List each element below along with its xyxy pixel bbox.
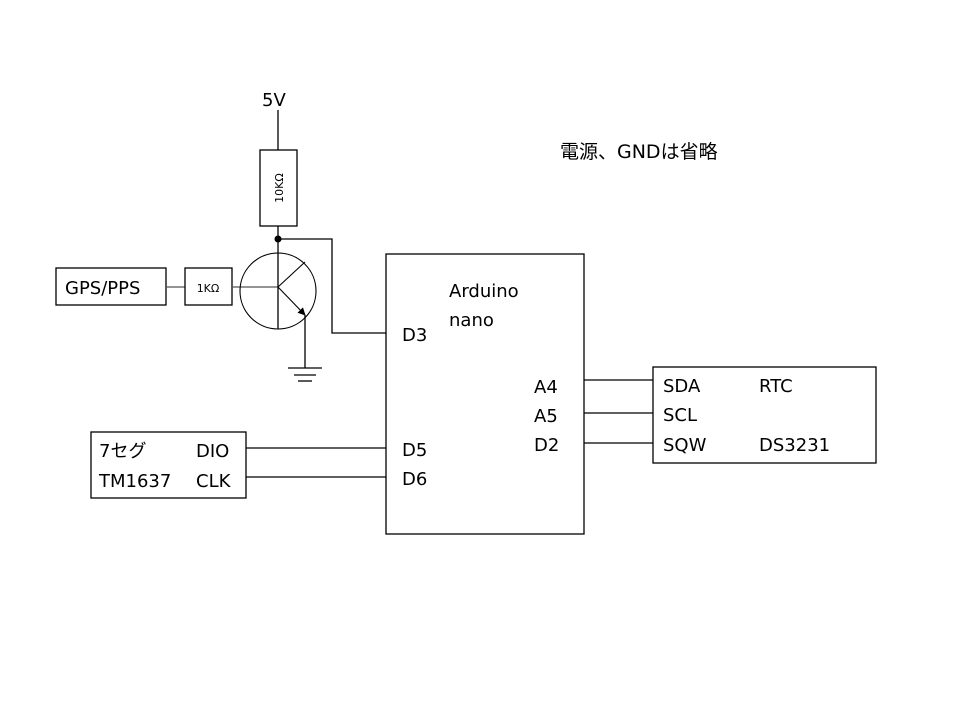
base-resistor-label: 1KΩ	[197, 282, 220, 295]
wire-collector-d3	[278, 238, 386, 334]
pin-d5: D5	[402, 440, 427, 461]
pin-d2: D2	[534, 435, 559, 456]
display-name-1: 7セグ	[99, 441, 146, 462]
transistor-upper-lead	[277, 261, 306, 288]
gps-module: GPS/PPS	[55, 267, 167, 306]
pin-a4: A4	[534, 377, 558, 398]
rtc-pin-scl: SCL	[663, 405, 697, 426]
base-resistor: 1KΩ	[184, 267, 233, 306]
pin-d3: D3	[402, 325, 427, 346]
pin-d6: D6	[402, 469, 427, 490]
transistor-emitter-arrow-icon	[277, 286, 306, 316]
supply-label: 5V	[262, 90, 286, 111]
arduino-title-1: Arduino	[449, 281, 519, 302]
gps-label: GPS/PPS	[65, 278, 140, 299]
pullup-resistor-label: 10KΩ	[273, 173, 286, 203]
display-module: 7セグ TM1637 DIO CLK	[90, 431, 247, 499]
pullup-resistor: 10KΩ	[259, 149, 298, 227]
arduino-nano: Arduino nano D3 D5 D6 A4 A5 D2	[385, 253, 585, 535]
rtc-module: SDA SCL SQW RTC DS3231	[652, 366, 877, 464]
rtc-pin-sqw: SQW	[663, 435, 707, 456]
pin-a5: A5	[534, 406, 558, 427]
note-text: 電源、GNDは省略	[560, 141, 718, 163]
rtc-pin-sda: SDA	[663, 376, 701, 397]
display-pin-clk: CLK	[196, 471, 232, 492]
npn-transistor	[239, 239, 317, 368]
display-pin-dio: DIO	[196, 441, 229, 462]
rtc-name-2: DS3231	[759, 435, 830, 456]
display-name-2: TM1637	[98, 471, 171, 492]
rtc-name-1: RTC	[759, 376, 793, 397]
arduino-title-2: nano	[449, 310, 494, 331]
ground-icon	[288, 367, 322, 382]
